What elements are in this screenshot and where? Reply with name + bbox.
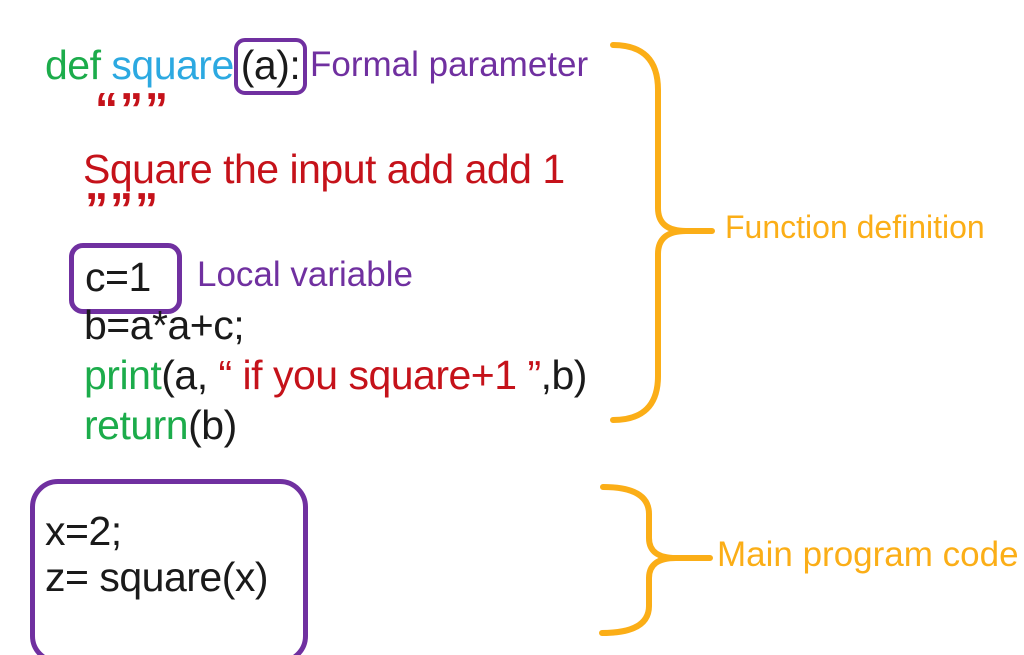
code-line-assignment: b=a*a+c;: [84, 302, 245, 348]
main-program-box: x=2; z= square(x): [30, 479, 308, 655]
def-keyword: def: [45, 42, 112, 88]
main-code-line-1: x=2;: [45, 508, 122, 554]
code-line-return: return(b): [84, 402, 237, 449]
function-name: square: [111, 42, 234, 88]
print-string-literal: “ if you square+1 ”: [218, 352, 542, 398]
print-keyword: print: [84, 352, 162, 398]
print-args-left: (a,: [161, 352, 219, 398]
return-keyword: return: [84, 402, 189, 448]
formal-parameter-label: Formal parameter: [310, 45, 589, 84]
local-variable-box: c=1: [69, 243, 182, 315]
code-line-def: def square(a):: [45, 38, 308, 96]
docstring-text: Square the input add add 1: [83, 146, 565, 192]
local-variable-code: c=1: [85, 254, 151, 300]
return-value: (b): [188, 402, 237, 448]
formal-parameter-box: (a):: [233, 38, 308, 96]
function-definition-label: Function definition: [725, 209, 985, 245]
print-args-right: ,b): [540, 352, 588, 398]
code-line-print: print(a, “ if you square+1 ”,b): [84, 352, 587, 399]
docstring-open-quotes: “””: [95, 83, 170, 135]
main-program-label: Main program code: [717, 535, 1019, 574]
formal-parameter-code: (a):: [240, 42, 301, 88]
main-brace-icon: [599, 484, 713, 636]
main-code-line-2: z= square(x): [45, 554, 269, 600]
local-variable-label: Local variable: [197, 255, 413, 294]
docstring-close-quotes: ”””: [85, 183, 160, 235]
function-brace-icon: [610, 42, 715, 423]
